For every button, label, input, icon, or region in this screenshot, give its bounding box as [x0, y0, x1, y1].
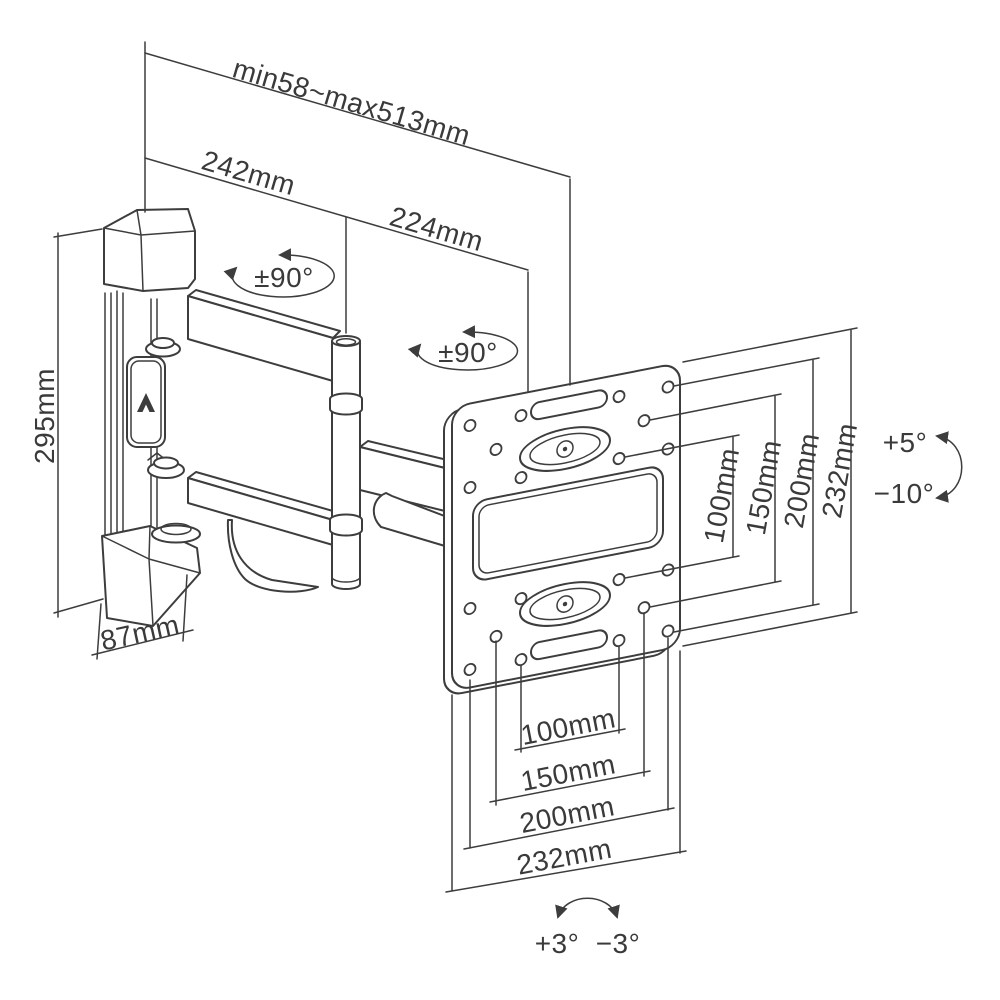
- swivel-indicator-front: ±90°: [223, 248, 335, 298]
- vesa-hole: [463, 480, 477, 495]
- lock-lever-plate: [126, 356, 166, 448]
- vesa-hole: [489, 442, 503, 456]
- center-cutout: [472, 466, 664, 581]
- lower-hinge-knuckle: [147, 452, 185, 479]
- rotation-arrow-ellipse: [407, 325, 519, 371]
- pivot-top-inner: [335, 338, 357, 346]
- top-mounting-slot: [530, 389, 608, 421]
- vesa-hole: [612, 390, 626, 404]
- dim-wall-plate-height-label: 295mm: [29, 368, 60, 464]
- tilt-indicator: +5° −10°: [874, 427, 963, 509]
- vesa-hole: [514, 653, 528, 667]
- lower-screw-boss: [519, 581, 611, 627]
- lower-screw-head: [556, 595, 574, 613]
- articulating-arm-drawing: [104, 289, 461, 593]
- level-adjust-indicator: +3° −3°: [535, 897, 641, 959]
- swivel-rear-label: ±90°: [438, 337, 498, 368]
- dim-wall-plate-height: 295mm: [29, 228, 104, 618]
- dim-extension-range-label: min58~max513mm: [229, 53, 474, 152]
- vesa-hole: [463, 662, 477, 677]
- level-positive-label: +3°: [535, 928, 580, 959]
- wall-plate-drawing: [101, 208, 201, 627]
- dim-vesa-h150-label: 150mm: [518, 748, 618, 797]
- dim-vesa-v232-label: 232mm: [816, 420, 863, 520]
- tilt-down-label: −10°: [874, 478, 935, 509]
- vesa-hole: [514, 592, 528, 606]
- pivot-column: [329, 335, 363, 590]
- level-arrow-arc: [555, 897, 620, 919]
- vesa-hole: [514, 471, 528, 485]
- upper-screw-boss: [519, 426, 611, 472]
- vesa-hole: [463, 601, 477, 616]
- dim-arm-front-label: 242mm: [198, 145, 299, 202]
- pivot-collar-lower: [329, 513, 363, 537]
- vesa-hole: [514, 409, 528, 423]
- wall-plate-bottom-cap: [101, 525, 201, 627]
- swivel-indicator-rear: ±90°: [407, 325, 519, 371]
- dim-vesa-h100-label: 100mm: [518, 702, 618, 751]
- lower-arm-beam: [187, 471, 341, 546]
- pivot-collar-upper: [329, 392, 363, 416]
- upper-hinge-knuckle: [145, 337, 181, 358]
- vesa-plate-face: [451, 364, 681, 689]
- pivot-bottom-ring: [331, 576, 361, 583]
- tilt-up-label: +5°: [883, 427, 928, 458]
- tilt-arrow-arc: [935, 431, 963, 503]
- wall-plate-top-cap: [103, 208, 196, 292]
- dim-arm-rear-label: 224mm: [386, 201, 487, 258]
- vesa-hole: [612, 634, 626, 648]
- dim-vesa-v100-label: 100mm: [698, 445, 745, 545]
- brand-arrow-logo: [137, 393, 155, 412]
- cable-tray-front: [226, 519, 319, 593]
- vesa-hole: [661, 624, 675, 638]
- upper-arm-beam: [187, 289, 341, 382]
- bottom-mounting-slot: [530, 629, 608, 661]
- level-negative-label: −3°: [596, 928, 641, 959]
- vesa-hole: [463, 418, 477, 433]
- dim-vesa-h232-label: 232mm: [514, 833, 614, 881]
- swivel-front-label: ±90°: [254, 262, 314, 293]
- rotation-arrow-ellipse: [223, 248, 335, 298]
- pivot-body: [331, 340, 361, 590]
- upper-screw-head: [556, 440, 574, 458]
- lower-arm-pivot-flange: [151, 522, 201, 544]
- dim-vesa-h200-label: 200mm: [517, 790, 617, 839]
